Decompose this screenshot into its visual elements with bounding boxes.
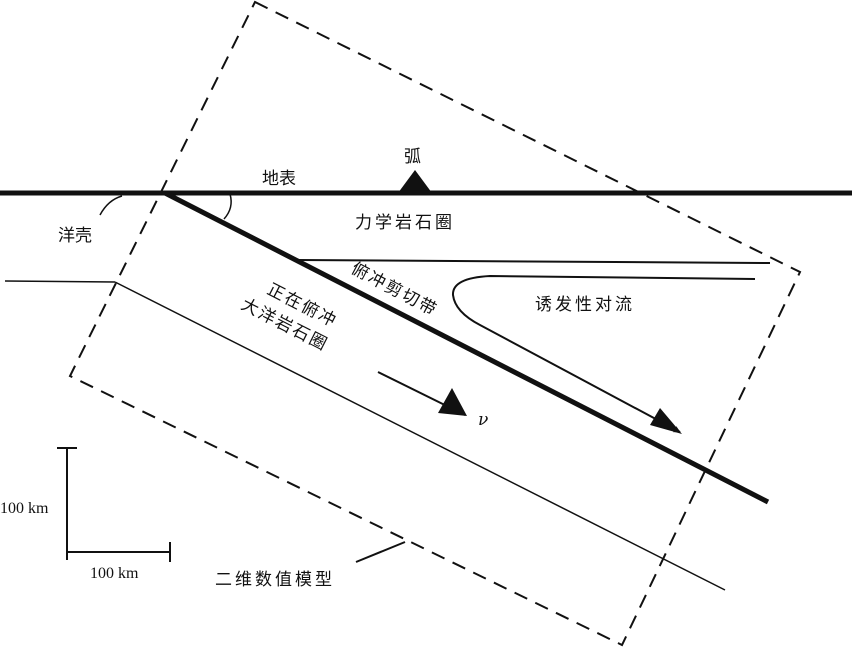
mechanical-lithosphere-base <box>297 259 771 264</box>
horizontal-scale-label: 100 km <box>90 565 139 582</box>
convection-arrowhead-icon <box>650 408 682 434</box>
ocean-crust-pointer <box>99 195 123 216</box>
velocity-arrowhead-icon <box>438 388 467 416</box>
ocean-crust-label: 洋壳 <box>58 226 92 246</box>
surface-label: 地表 <box>262 169 296 189</box>
slab-bottom <box>114 281 726 591</box>
arc-label: 弧 <box>404 147 421 167</box>
slab-top <box>163 190 770 505</box>
scale-bar <box>57 447 171 562</box>
model-label: 二维数值模型 <box>215 570 335 590</box>
model-domain-box <box>68 0 802 647</box>
arc-volcano-icon <box>398 170 432 193</box>
model-label-pointer <box>355 541 406 563</box>
velocity-label: ν <box>478 410 488 430</box>
mechanical-lithosphere-label: 力学岩石圈 <box>355 213 455 233</box>
oceanic-lithosphere-base <box>4 280 116 283</box>
induced-convection-label: 诱发性对流 <box>535 295 635 315</box>
vertical-scale-label: 100 km <box>0 500 49 517</box>
induced-convection-flow <box>451 274 756 433</box>
dip-angle-arc <box>223 193 232 220</box>
